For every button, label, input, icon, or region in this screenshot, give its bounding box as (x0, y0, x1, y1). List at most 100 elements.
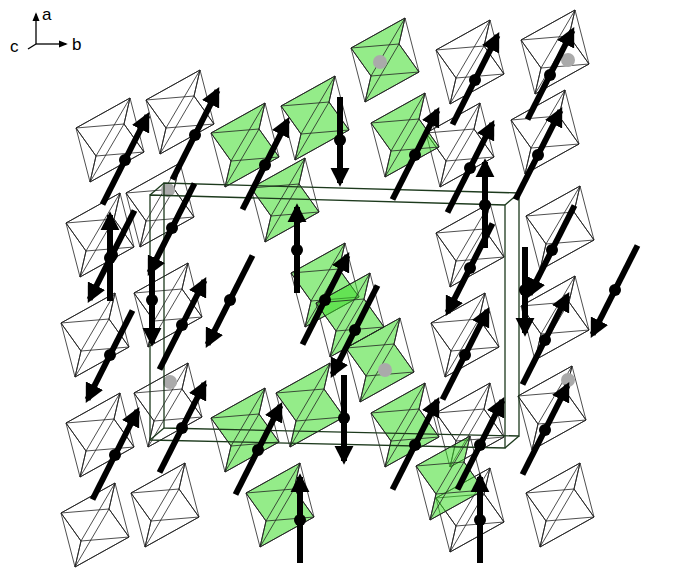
octahedron-edge (526, 489, 574, 493)
magnetic-ion (176, 319, 188, 331)
octahedron-edge (364, 273, 370, 299)
octahedron-edge (336, 273, 370, 331)
magnetic-ion (532, 149, 544, 161)
octahedron-edge (145, 489, 179, 547)
octahedron-edge (518, 392, 566, 396)
octahedron-edge (426, 129, 474, 133)
octahedron-face (511, 90, 579, 174)
green-octahedron (351, 18, 419, 102)
octahedron-edge (146, 100, 160, 154)
octahedron-edge (134, 263, 188, 293)
octahedron-edge (518, 396, 532, 450)
octahedron-edge (365, 72, 419, 102)
magnetic-ion (338, 412, 350, 424)
octahedron-edge (526, 216, 546, 244)
octahedron-edge (450, 78, 456, 104)
octahedron-edge (574, 463, 580, 489)
moment-arrow (453, 36, 498, 125)
octahedron-edge (431, 319, 479, 323)
octahedron-face (431, 293, 499, 377)
octahedron-edge (66, 423, 80, 477)
octahedron-edge (490, 468, 504, 522)
octahedron-edge (511, 120, 531, 148)
octahedron-edge (131, 493, 145, 547)
magnetic-ion (474, 439, 486, 451)
moment-arrow (530, 206, 575, 295)
octahedron-edge (436, 46, 484, 50)
magnetic-ion (474, 514, 486, 526)
axis-arrow (36, 43, 66, 44)
octahedron-edge (182, 263, 188, 289)
octahedron-edge (385, 119, 419, 177)
octahedron-edge (211, 133, 231, 161)
octahedron-edge (511, 120, 525, 174)
octahedron-edge (371, 93, 425, 123)
octahedron-edge (324, 363, 330, 389)
green-octahedron (276, 363, 344, 447)
octahedron-edge (179, 489, 199, 517)
octahedron-edge (75, 509, 109, 567)
octahedron-face (371, 93, 439, 177)
octahedron (526, 463, 594, 547)
octahedron-edge (329, 76, 335, 102)
octahedron-edge (81, 537, 129, 541)
octahedron-edge (231, 388, 265, 446)
octahedron-edge (540, 517, 594, 547)
octahedron-edge (251, 188, 265, 242)
magnetic-ion (294, 514, 306, 526)
moment-arrow (103, 116, 148, 205)
octahedron-edge (456, 257, 504, 261)
octahedron-edge (211, 418, 225, 472)
octahedron-edge (86, 447, 134, 451)
octahedron-edge (546, 463, 580, 521)
magnetic-ion (319, 294, 331, 306)
octahedron-edge (166, 124, 214, 128)
moment-arrow (516, 111, 561, 200)
octahedron-edge (154, 263, 188, 321)
octahedron-edge (541, 276, 575, 334)
octahedron-edge (115, 483, 129, 537)
octahedron-edge (134, 289, 182, 293)
magnetic-ion (259, 159, 271, 171)
moment-arrow (160, 384, 205, 473)
octahedron-edge (419, 93, 425, 119)
magnetic-ion (464, 162, 476, 174)
octahedron-edge (246, 489, 294, 493)
axis-label: c (10, 38, 19, 55)
magnetic-ion (479, 199, 491, 211)
octahedron-edge (75, 541, 81, 567)
octahedron-edge (211, 133, 225, 187)
octahedron-edge (76, 124, 124, 128)
octahedron-edge (61, 483, 115, 513)
octahedron-edge (131, 463, 185, 493)
octahedron-edge (265, 212, 319, 242)
octahedron-edge (295, 134, 301, 160)
magnetic-ion (109, 449, 121, 461)
moment-arrow (523, 296, 568, 385)
unit-cell-edge (150, 183, 164, 195)
octahedron-edge (81, 347, 129, 351)
octahedron (521, 10, 589, 94)
octahedron-edge (371, 413, 391, 441)
octahedron-edge (485, 293, 499, 347)
octahedron-edge (154, 417, 202, 421)
octahedron-edge (305, 158, 319, 212)
moment-arrow (160, 281, 205, 370)
magnetic-ion (334, 134, 346, 146)
moment-arrow (243, 121, 288, 210)
octahedron-edge (371, 123, 385, 177)
octahedron-edge (440, 129, 474, 187)
octahedron-edge (440, 161, 446, 187)
octahedron-edge (450, 74, 504, 104)
octahedron-face (416, 436, 484, 520)
magnetic-ion (119, 154, 131, 166)
magnetic-ion (176, 422, 188, 434)
unit-cell-edge (150, 428, 164, 440)
octahedron-edge (194, 70, 200, 96)
octahedron-edge (66, 419, 114, 423)
octahedron-edge (259, 103, 265, 129)
octahedron-edge (436, 229, 484, 233)
magnetic-ion (459, 349, 471, 361)
octahedron-edge (540, 489, 574, 547)
